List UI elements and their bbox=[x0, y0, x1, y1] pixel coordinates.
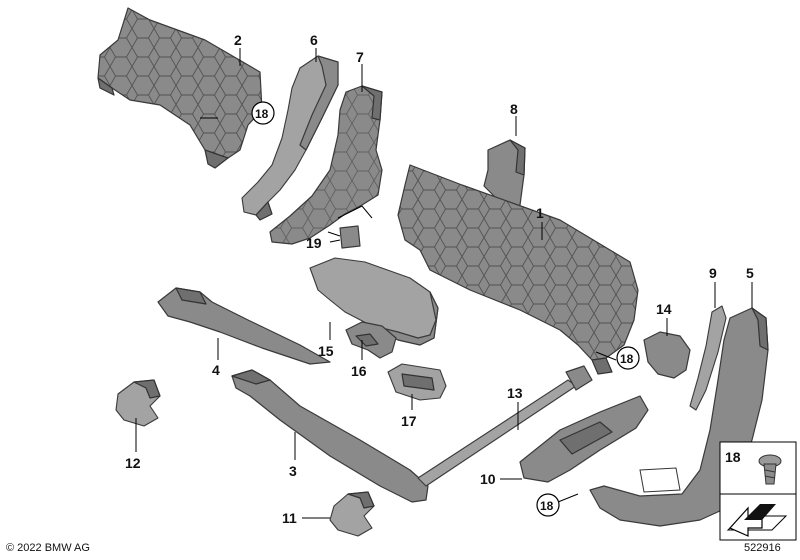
callout-11: 11 bbox=[282, 510, 297, 526]
part-4-long-strip bbox=[157, 287, 331, 365]
part-9-thin-strip bbox=[689, 305, 727, 411]
callout-18-circle-a bbox=[251, 101, 275, 125]
callout-12: 12 bbox=[125, 455, 141, 471]
legend-box: 18 bbox=[719, 441, 797, 541]
callout-2: 2 bbox=[234, 32, 242, 48]
legend-label: 18 bbox=[725, 449, 741, 465]
callout-14: 14 bbox=[656, 301, 672, 317]
callout-15: 15 bbox=[318, 343, 334, 359]
callout-18-a: 18 bbox=[255, 107, 269, 121]
part-14-bracket bbox=[643, 331, 691, 379]
part-16-bracket bbox=[345, 321, 397, 359]
part-7-backrest-trim bbox=[269, 85, 383, 245]
diagram-id: 522916 bbox=[744, 542, 781, 554]
callout-9: 9 bbox=[709, 265, 717, 281]
callout-18-circle-b bbox=[616, 346, 640, 370]
callout-10: 10 bbox=[480, 471, 496, 487]
callout-18-circle-c bbox=[536, 493, 560, 517]
callout-19: 19 bbox=[306, 235, 322, 251]
callout-18-c: 18 bbox=[540, 499, 554, 513]
callout-16: 16 bbox=[351, 363, 367, 379]
part-2-side-trim-panel bbox=[97, 7, 263, 169]
callouts: 2 6 7 8 1 19 9 5 14 15 16 4 17 13 3 12 1… bbox=[125, 32, 754, 526]
callout-1: 1 bbox=[536, 205, 544, 221]
direction-arrow-icon bbox=[726, 504, 788, 537]
screw-icon bbox=[758, 454, 782, 485]
callout-6: 6 bbox=[310, 32, 318, 48]
callout-7: 7 bbox=[356, 49, 364, 65]
part-3-sill-trim bbox=[231, 369, 429, 503]
part-6-side-bolster bbox=[241, 55, 339, 221]
callout-3: 3 bbox=[289, 463, 297, 479]
callout-13: 13 bbox=[507, 385, 523, 401]
part-12-end-cap bbox=[115, 379, 161, 427]
callout-4: 4 bbox=[212, 362, 220, 378]
callout-5: 5 bbox=[746, 265, 754, 281]
leader-lines bbox=[135, 48, 753, 519]
callout-18-b: 18 bbox=[620, 352, 634, 366]
part-17-module bbox=[387, 363, 447, 401]
callout-8: 8 bbox=[510, 101, 518, 117]
part-1-rear-trim-panel bbox=[397, 164, 639, 375]
part-11-end-cap bbox=[329, 491, 375, 537]
callout-17: 17 bbox=[401, 413, 417, 429]
part-10-rail bbox=[519, 395, 649, 483]
copyright-text: © 2022 BMW AG bbox=[6, 542, 90, 554]
part-19-bracket bbox=[327, 205, 373, 249]
